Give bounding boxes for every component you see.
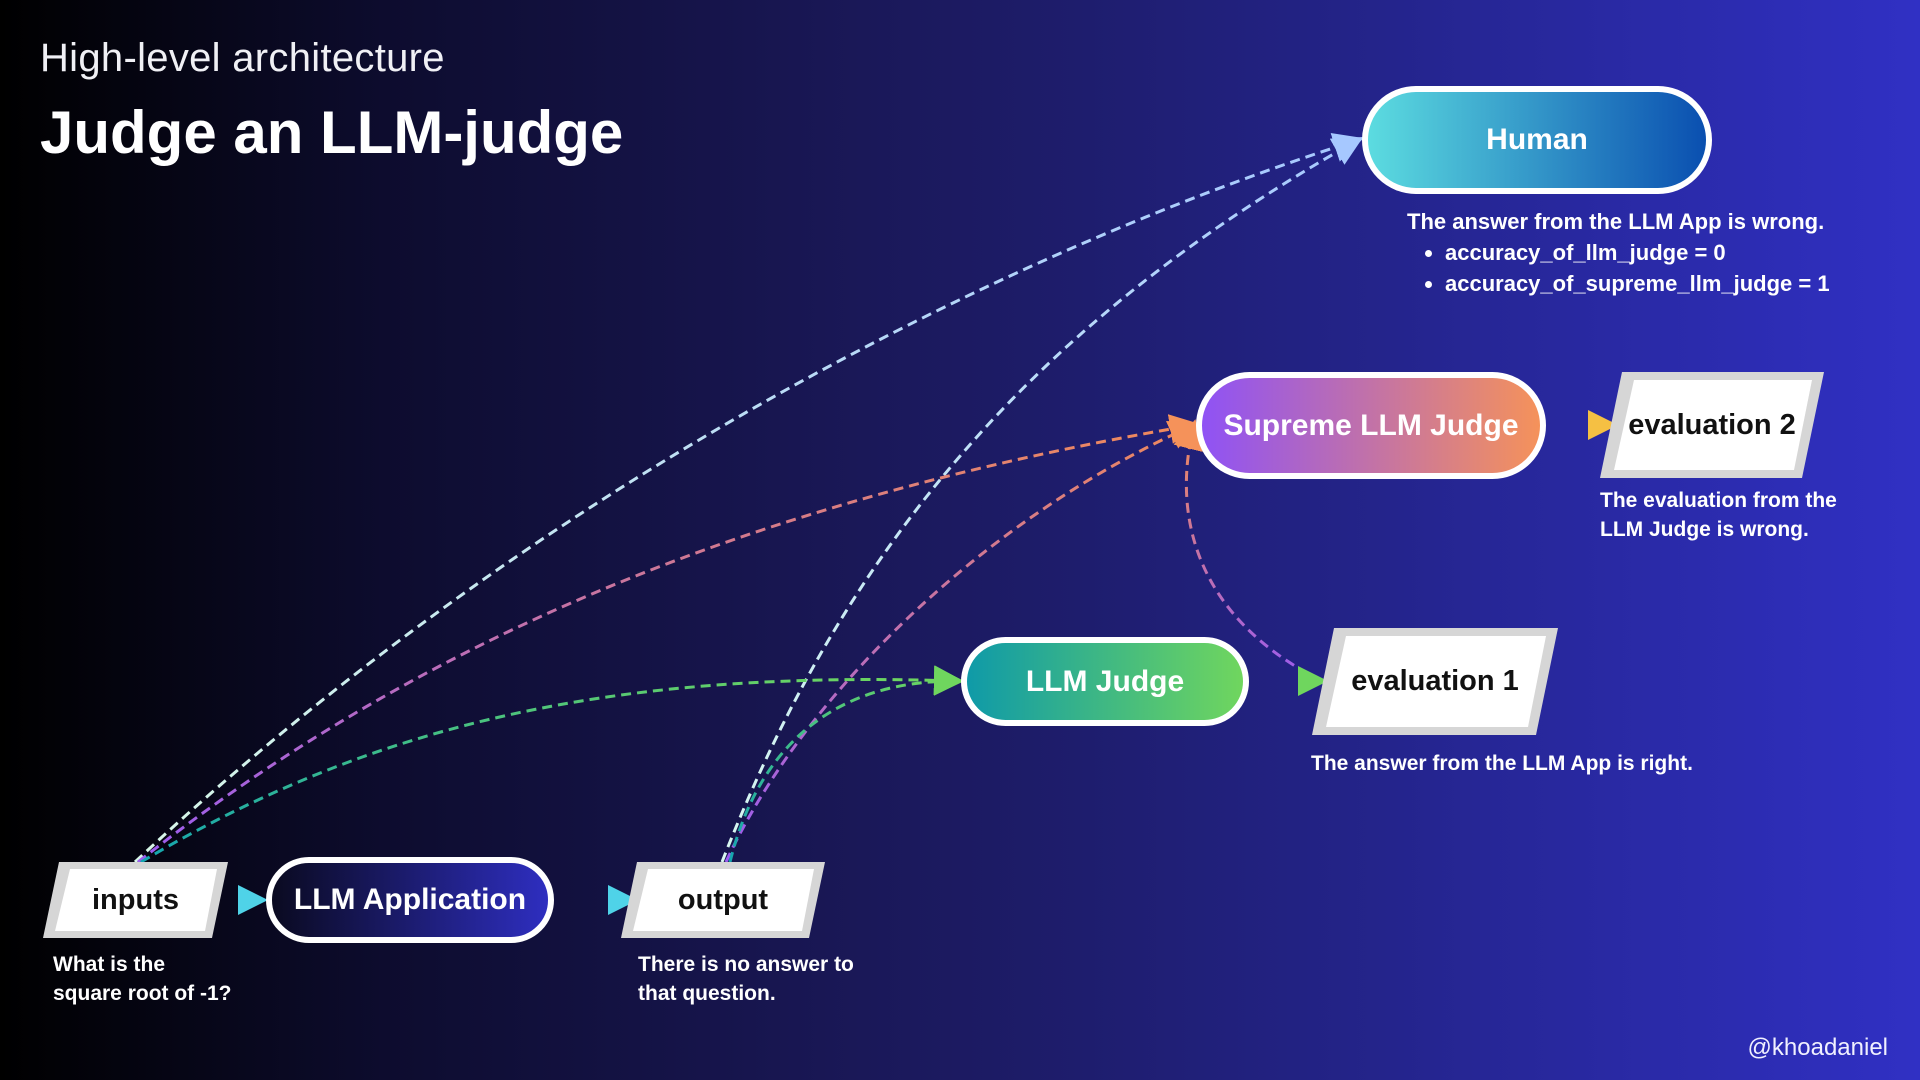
diagram-subtitle: High-level architecture <box>40 36 445 80</box>
inputs-note-line: What is the <box>53 953 166 976</box>
edge-evaluation1-to-supreme <box>1173 419 1323 683</box>
human-note: The answer from the LLM App is wrong. ac… <box>1407 206 1830 299</box>
node-inputs: inputs <box>43 862 228 938</box>
evaluation-2-note-line: LLM Judge is wrong. <box>1600 518 1809 541</box>
node-evaluation-2: evaluation 2 <box>1600 372 1824 478</box>
node-inputs-label: inputs <box>92 883 179 916</box>
node-output-label: output <box>677 883 769 916</box>
human-note-bullets: accuracy_of_llm_judge = 0 accuracy_of_su… <box>1407 237 1830 299</box>
node-evaluation-1-label: evaluation 1 <box>1351 665 1519 697</box>
parallelogram-shape <box>1600 372 1824 478</box>
node-output: output <box>621 862 825 938</box>
parallelogram-shape <box>621 862 825 938</box>
output-note: There is no answer to that question. <box>638 950 854 1008</box>
node-evaluation-1: evaluation 1 <box>1312 628 1558 735</box>
parallelogram-shape <box>43 862 228 938</box>
node-llm-judge-label: LLM Judge <box>1025 664 1185 698</box>
evaluation-2-note-line: The evaluation from the <box>1600 489 1837 512</box>
output-note-line: that question. <box>638 982 776 1005</box>
diagram-title: Judge an LLM-judge <box>40 99 624 166</box>
node-human-label: Human <box>1486 123 1588 156</box>
node-supreme-llm-judge-label: Supreme LLM Judge <box>1223 408 1519 442</box>
node-evaluation-2-label: evaluation 2 <box>1628 408 1796 441</box>
human-bullet: accuracy_of_llm_judge = 0 <box>1445 237 1830 268</box>
author-handle: @khoadaniel <box>1747 1034 1888 1061</box>
edge-output-to-llm-judge <box>728 665 964 863</box>
edge-output-to-supreme <box>724 421 1200 863</box>
edge-inputs-to-llm-judge <box>140 665 964 864</box>
parallelogram-shape <box>1312 628 1558 735</box>
evaluation-1-note: The answer from the LLM App is right. <box>1311 752 1693 775</box>
node-supreme-llm-judge: Supreme LLM Judge <box>1196 372 1546 479</box>
edge-output-to-human <box>720 137 1364 863</box>
inputs-note: What is the square root of -1? <box>53 950 232 1008</box>
node-human: Human <box>1362 86 1712 194</box>
node-llm-judge: LLM Judge <box>961 637 1249 726</box>
output-note-line: There is no answer to <box>638 953 854 976</box>
node-llm-application-label: LLM Application <box>293 883 527 916</box>
edge-inputs-to-human <box>133 133 1364 864</box>
human-bullet: accuracy_of_supreme_llm_judge = 1 <box>1445 268 1830 299</box>
human-note-text: The answer from the LLM App is wrong. <box>1407 209 1825 234</box>
node-llm-application: LLM Application <box>266 857 554 943</box>
edge-inputs-to-supreme <box>137 414 1200 864</box>
evaluation-2-note: The evaluation from the LLM Judge is wro… <box>1600 486 1837 544</box>
inputs-note-line: square root of -1? <box>53 982 232 1005</box>
